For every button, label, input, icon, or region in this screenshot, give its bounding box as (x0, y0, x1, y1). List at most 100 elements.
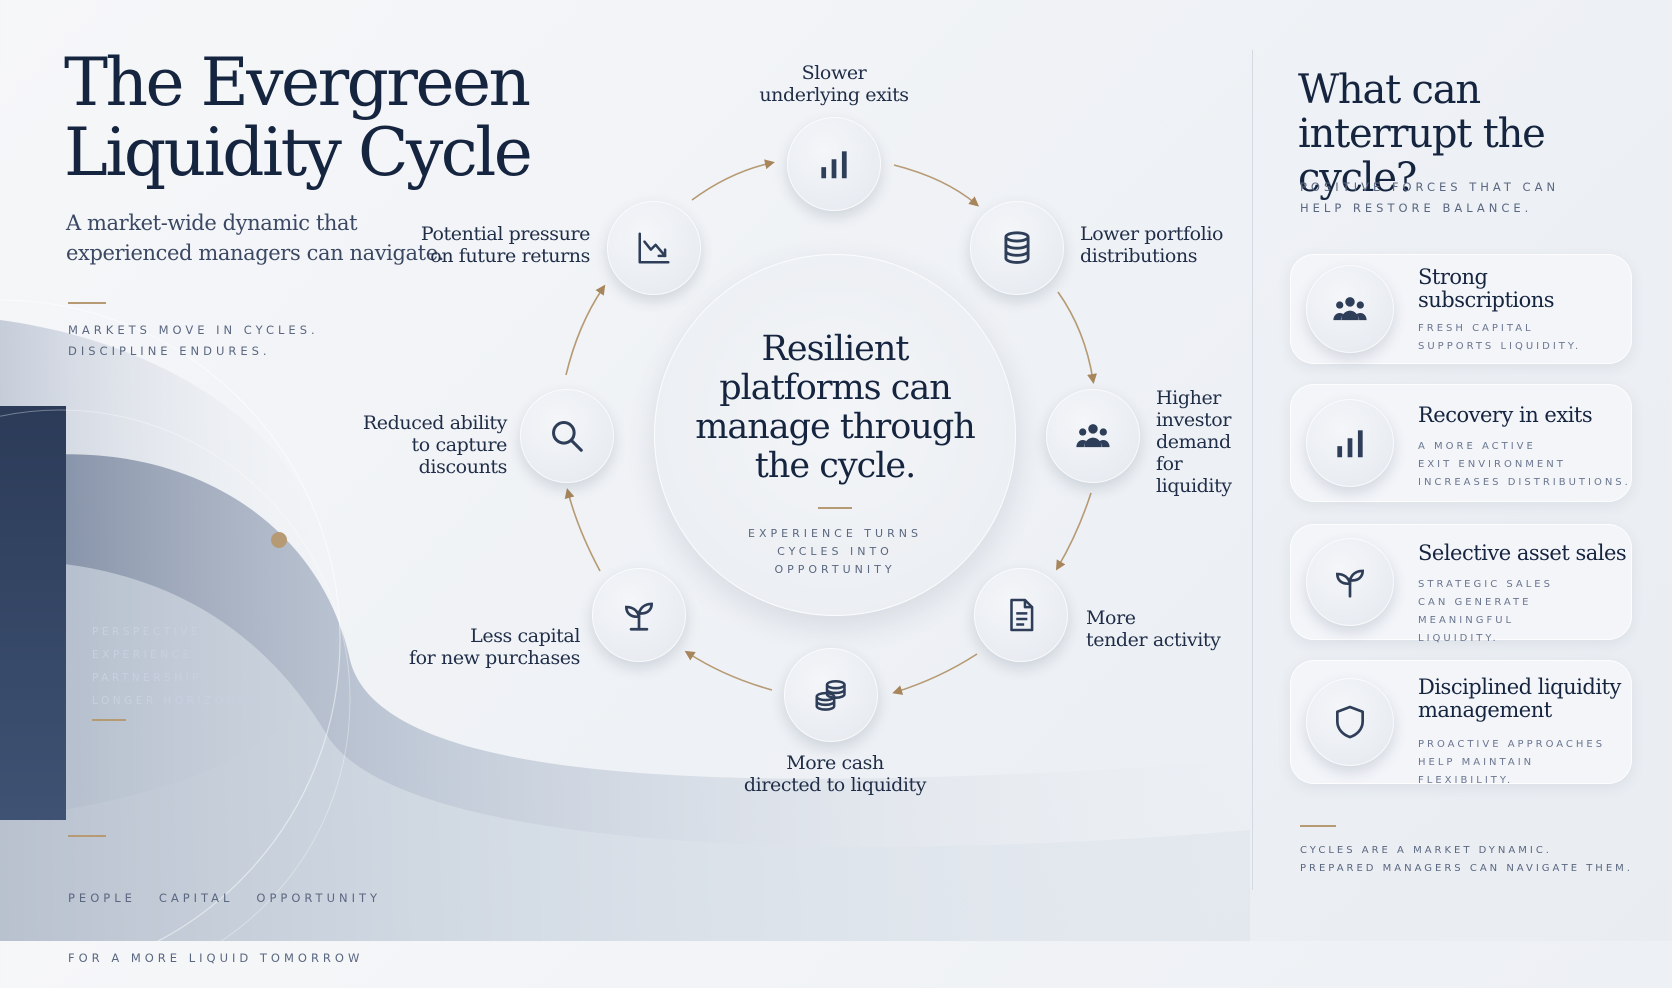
card-desc-line: CAN GENERATE MEANINGFUL (1418, 597, 1532, 626)
values-divider (92, 719, 126, 721)
values-item: PERSPECTIVE (92, 626, 202, 638)
cycle-label-less-capital: Less capital for new purchases (384, 625, 580, 669)
label-line: directed to liquidity (743, 774, 927, 796)
cycle-node-slower-exits (787, 117, 881, 211)
center-divider (818, 507, 852, 509)
center-statement-line-2: platforms can (719, 368, 952, 408)
cycle-label-investor-demand: Higher investor demand for liquidity (1156, 387, 1252, 497)
cycle-node-investor-demand (1046, 389, 1140, 483)
label-line: liquidity (1156, 475, 1232, 497)
values-item: EXPERIENCE (92, 649, 193, 661)
card-description: PROACTIVE APPROACHES HELP MAINTAIN FLEXI… (1418, 736, 1632, 790)
card-disciplined-liquidity: Disciplined liquidity management PROACTI… (1290, 660, 1632, 786)
card-desc-line: INCREASES DISTRIBUTIONS. (1418, 477, 1631, 488)
card-title: Recovery in exits (1418, 404, 1593, 427)
cycle-label-pressure-returns: Potential pressure on future returns (398, 223, 590, 267)
label-line: for new purchases (408, 647, 580, 669)
center-caption-line-2: CYCLES INTO (777, 545, 893, 558)
tagline-line-2: DISCIPLINE ENDURES. (68, 344, 271, 358)
coin-stack-icon (1004, 231, 1030, 264)
sidebar-subtitle: POSITIVE FORCES THAT CAN HELP RESTORE BA… (1300, 177, 1559, 219)
page-title: The Evergreen Liquidity Cycle (64, 48, 584, 188)
cycle-arrows (564, 159, 1097, 695)
card-title-line: Strong (1418, 265, 1488, 289)
card-title-line: Selective asset sales (1418, 541, 1627, 565)
card-title-line: Disciplined liquidity (1418, 675, 1621, 699)
label-line: underlying exits (759, 84, 909, 106)
page-subtitle: A market-wide dynamic that experienced m… (66, 208, 496, 268)
card-desc-line: STRATEGIC SALES (1418, 579, 1553, 590)
shield-icon (1335, 705, 1365, 739)
values-item: LONGER HORIZONS (92, 695, 249, 707)
label-line: tender activity (1086, 629, 1221, 651)
cycle-node-lower-distributions (970, 201, 1064, 295)
card-icon (1306, 399, 1394, 487)
label-line: Less capital (470, 625, 580, 647)
label-line: discounts (418, 456, 508, 478)
bar-chart-icon (1337, 430, 1363, 458)
coins-icon (815, 679, 846, 711)
card-desc-line: EXIT ENVIRONMENT (1418, 459, 1566, 470)
label-line: Lower portfolio (1080, 223, 1224, 245)
page-title-line-2: Liquidity Cycle (64, 114, 533, 191)
center-statement-line-4: the cycle. (754, 446, 916, 486)
center-circle (654, 254, 1016, 616)
panel-divider (1252, 50, 1253, 890)
card-title: Selective asset sales (1418, 541, 1627, 565)
card-icon (1306, 678, 1394, 766)
subtitle-line-1: A market-wide dynamic that (66, 211, 358, 235)
sidebar-title-line-1: What can (1298, 67, 1481, 113)
sidebar-title: What can interrupt the cycle? (1298, 68, 1638, 200)
cycle-label-cash-to-liquidity: More cash directed to liquidity (715, 752, 955, 796)
card-desc-line: PROACTIVE APPROACHES (1418, 739, 1606, 750)
trend-down-icon (638, 232, 670, 264)
center-caption-line-1: EXPERIENCE TURNS (748, 527, 922, 540)
label-line: Higher (1156, 387, 1221, 409)
label-line: Potential pressure (420, 223, 590, 245)
label-line: More cash (786, 752, 884, 774)
card-title-line: subscriptions (1418, 288, 1555, 312)
values-list: PERSPECTIVE EXPERIENCE PARTNERSHIP LONGE… (92, 621, 248, 713)
cycle-arrow (691, 159, 775, 201)
bar-chart-icon (821, 151, 847, 179)
card-desc-line: FRESH CAPITAL (1418, 323, 1534, 334)
sidebar-subtitle-line-2: HELP RESTORE BALANCE. (1300, 201, 1533, 215)
center-statement: Resilient platforms can manage through t… (680, 330, 990, 486)
card-description: STRATEGIC SALES CAN GENERATE MEANINGFUL … (1418, 576, 1632, 648)
label-line: to capture (411, 434, 508, 456)
cycle-arrow (684, 650, 773, 691)
subtitle-line-2: experienced managers can navigate. (66, 241, 445, 265)
card-strong-subscriptions: Strong subscriptions FRESH CAPITAL SUPPO… (1290, 254, 1632, 364)
card-icon (1306, 538, 1394, 626)
sprout-icon (624, 602, 654, 631)
accent-dot (271, 532, 287, 548)
cycle-arrow (1055, 492, 1092, 571)
search-icon (552, 421, 583, 452)
card-selective-asset-sales: Selective asset sales STRATEGIC SALES CA… (1290, 524, 1632, 644)
people-group-icon (1333, 297, 1367, 321)
sidebar-footer: CYCLES ARE A MARKET DYNAMIC. PREPARED MA… (1300, 842, 1633, 878)
label-line: Reduced ability (362, 412, 508, 434)
card-recovery-in-exits: Recovery in exits A MORE ACTIVE EXIT ENV… (1290, 384, 1632, 502)
card-desc-line: A MORE ACTIVE (1418, 441, 1536, 452)
cycle-node-pressure-returns (607, 201, 701, 295)
cycle-label-reduced-ability: Reduced ability to capture discounts (330, 412, 508, 478)
cycle-arrow (893, 164, 980, 207)
card-description: FRESH CAPITAL SUPPORTS LIQUIDITY. (1418, 320, 1581, 356)
sidebar-title-line-2: interrupt the cycle? (1298, 111, 1546, 201)
sidebar-footer-line-2: PREPARED MANAGERS CAN NAVIGATE THEM. (1300, 863, 1633, 874)
center-caption-line-3: OPPORTUNITY (774, 563, 896, 576)
cycle-label-lower-distributions: Lower portfolio distributions (1080, 223, 1250, 267)
label-line: Slower (801, 62, 867, 84)
center-caption: EXPERIENCE TURNS CYCLES INTO OPPORTUNITY (720, 525, 950, 579)
card-title: Strong subscriptions (1418, 265, 1555, 312)
title-divider (68, 302, 106, 304)
center-statement-line-3: manage through (695, 407, 976, 447)
cycle-arrow (565, 284, 606, 376)
cycle-node-tender-activity (974, 568, 1068, 662)
card-description: A MORE ACTIVE EXIT ENVIRONMENT INCREASES… (1418, 438, 1631, 492)
center-statement-line-1: Resilient (761, 329, 910, 369)
tagline-line-1: MARKETS MOVE IN CYCLES. (68, 323, 319, 337)
values-item: PARTNERSHIP (92, 672, 203, 684)
tagline: MARKETS MOVE IN CYCLES. DISCIPLINE ENDUR… (68, 320, 319, 362)
